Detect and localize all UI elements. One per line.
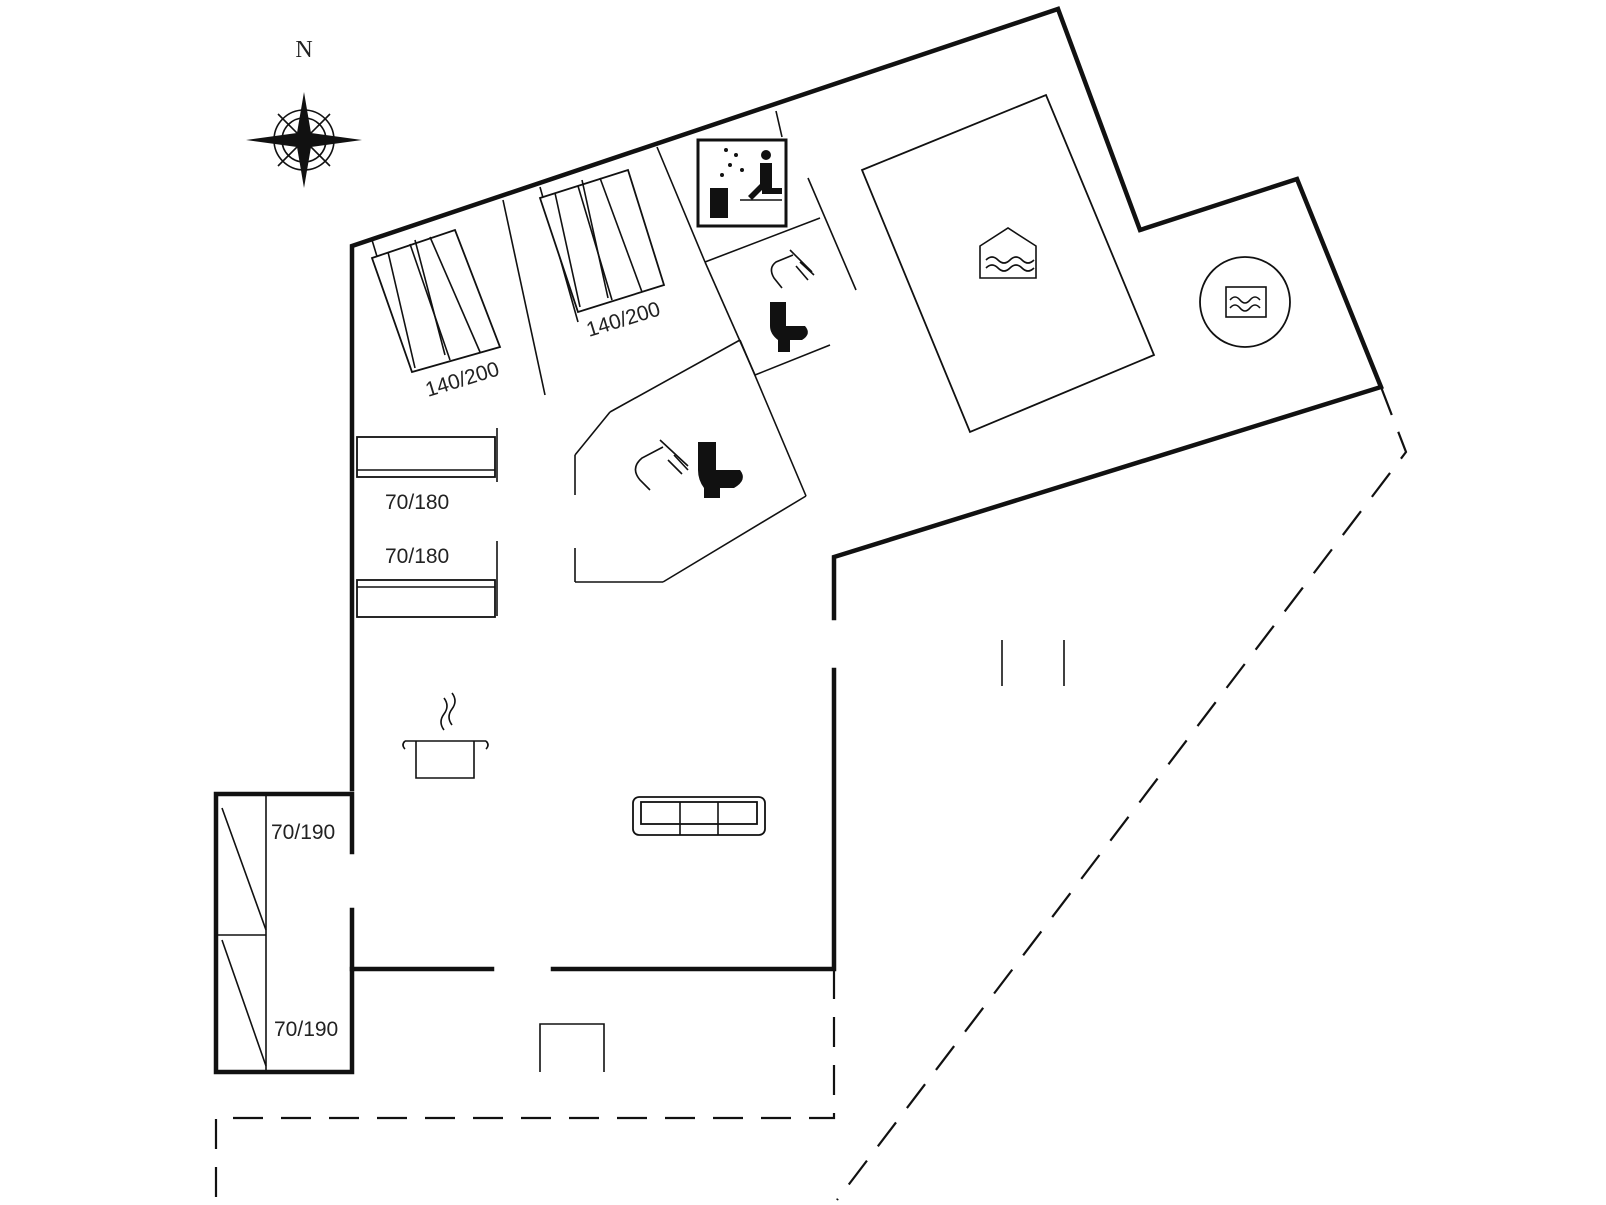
kitchen-pot-icon — [402, 692, 489, 779]
pool-icon — [860, 93, 1156, 434]
interior-walls — [216, 110, 857, 1072]
shower-icon — [770, 249, 815, 289]
bed-size-label: 70/180 — [385, 545, 449, 568]
sofa-icon — [632, 796, 766, 836]
whirlpool-icon — [1199, 256, 1291, 348]
toilet-icon — [770, 302, 808, 352]
toilet-icon — [698, 442, 743, 498]
fireplace-icon — [539, 1023, 605, 1072]
compass-rose-icon — [246, 92, 362, 188]
north-label: N — [295, 37, 312, 63]
double-bed — [370, 228, 502, 374]
terrace-outline — [836, 386, 1408, 1201]
bed-size-label: 70/190 — [274, 1018, 338, 1041]
single-bed — [356, 436, 496, 478]
bed-size-label: 70/190 — [271, 821, 335, 844]
shower-icon — [634, 439, 689, 491]
double-bed — [538, 168, 666, 314]
porch-outline — [214, 969, 836, 1205]
sauna-icon — [696, 138, 788, 228]
single-bed — [356, 579, 496, 618]
bed-size-label: 70/180 — [385, 491, 449, 514]
exterior-wall — [349, 6, 1385, 792]
single-bed — [221, 807, 267, 1067]
